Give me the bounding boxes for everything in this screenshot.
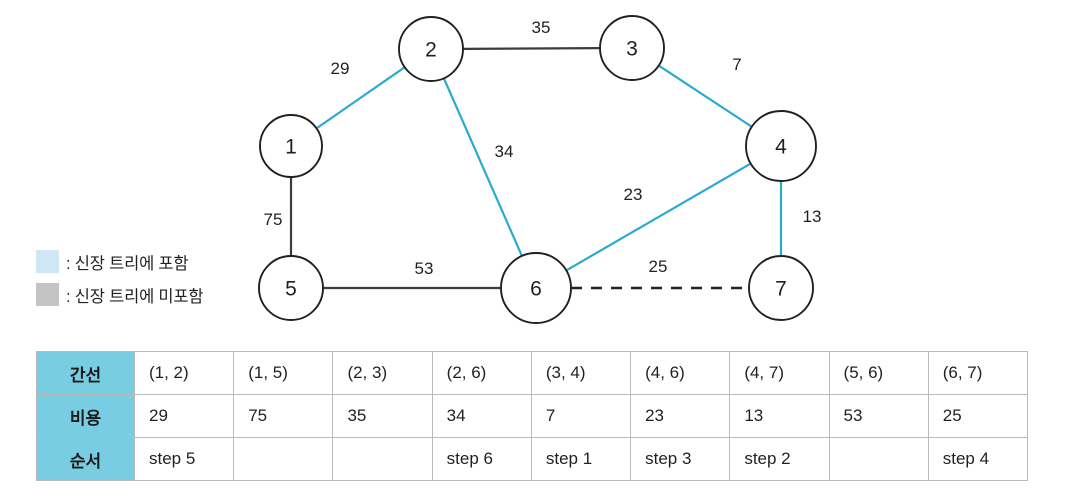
graph-node-6-circle [500,252,572,324]
cell-edge-9: (6, 7) [927,351,1029,395]
edge-2-3 [462,47,601,50]
cell-cost-5: 7 [530,394,632,438]
table-row-edge: 간선 (1, 2)(1, 5)(2, 3)(2, 6)(3, 4)(4, 6)(… [36,351,1029,395]
graph-node-4-label: 4 [775,136,787,159]
cell-cost-8: 53 [828,394,929,438]
edge-4-6-weight-label: 23 [624,185,643,204]
cell-order-8 [828,437,929,481]
cell-order-1: step 5 [133,437,235,481]
legend-swatch-excluded-icon [36,283,59,306]
graph-node-1-label: 1 [285,136,297,159]
graph-node-4: 4 [745,110,817,182]
graph-node-3: 3 [599,15,665,81]
cell-cost-6: 23 [630,394,731,438]
cell-order-4: step 6 [431,437,532,481]
edge-1-5-weight-label: 75 [264,210,283,229]
cell-edge-4: (2, 6) [431,351,532,395]
edge-4-7-weight-label: 13 [803,207,822,226]
edge-4-6 [565,162,752,272]
graph-node-1-circle [259,114,323,178]
cell-order-7: step 2 [729,437,830,481]
graph-node-1: 1 [259,114,323,178]
graph-node-3-circle [599,15,665,81]
row-header-order: 순서 [36,437,135,481]
cell-cost-2: 75 [233,394,334,438]
legend-swatch-included-icon [36,250,59,273]
legend-label-excluded: : 신장 트리에 미포함 [66,287,204,306]
edge-layer [289,47,783,290]
legend-item-included: : 신장 트리에 포함 [36,245,286,278]
cell-cost-4: 34 [431,394,532,438]
row-header-cost: 비용 [36,394,135,438]
cell-order-9: step 4 [927,437,1029,481]
legend: : 신장 트리에 포함 : 신장 트리에 미포함 [36,245,286,311]
edge-1-2-weight-label: 29 [331,59,350,78]
edge-3-4 [658,64,753,128]
legend-label-included: : 신장 트리에 포함 [66,254,189,273]
graph-node-5-label: 5 [285,278,297,301]
graph-node-4-circle [745,110,817,182]
graph-node-2-label: 2 [425,39,437,62]
cell-order-2 [233,437,334,481]
edge-6-7-weight-label: 25 [649,257,668,276]
graph-node-2-circle [398,16,464,82]
cell-order-5: step 1 [530,437,632,481]
row-header-edge: 간선 [36,351,135,395]
graph-node-2: 2 [398,16,464,82]
cell-edge-7: (4, 7) [729,351,830,395]
cell-edge-8: (5, 6) [828,351,929,395]
cell-order-3 [332,437,433,481]
edge-3-4-weight-label: 7 [732,55,741,74]
graph-node-7-label: 7 [775,278,787,301]
cell-edge-3: (2, 3) [332,351,433,395]
graph-node-7-circle [748,255,814,321]
graph-node-6: 6 [500,252,572,324]
cell-cost-9: 25 [927,394,1029,438]
edge-1-2 [315,66,406,130]
graph-node-5: 5 [258,255,324,321]
edge-2-6-weight-label: 34 [495,142,514,161]
cell-edge-6: (4, 6) [630,351,731,395]
cell-cost-3: 35 [332,394,433,438]
cell-edge-2: (1, 5) [233,351,334,395]
edge-2-6 [442,77,523,257]
graph-node-3-label: 3 [626,38,638,61]
cell-order-6: step 3 [630,437,731,481]
cell-edge-1: (1, 2) [133,351,235,395]
legend-item-excluded: : 신장 트리에 미포함 [36,278,286,311]
edge-cost-order-table: 간선 (1, 2)(1, 5)(2, 3)(2, 6)(3, 4)(4, 6)(… [36,351,1029,481]
edge-5-6-weight-label: 53 [415,259,434,278]
graph-node-6-label: 6 [530,278,542,301]
cell-cost-1: 29 [133,394,235,438]
graph-node-5-circle [258,255,324,321]
graph-node-7: 7 [748,255,814,321]
edge-2-3-weight-label: 35 [532,18,551,37]
cell-cost-7: 13 [729,394,830,438]
cell-edge-5: (3, 4) [530,351,632,395]
